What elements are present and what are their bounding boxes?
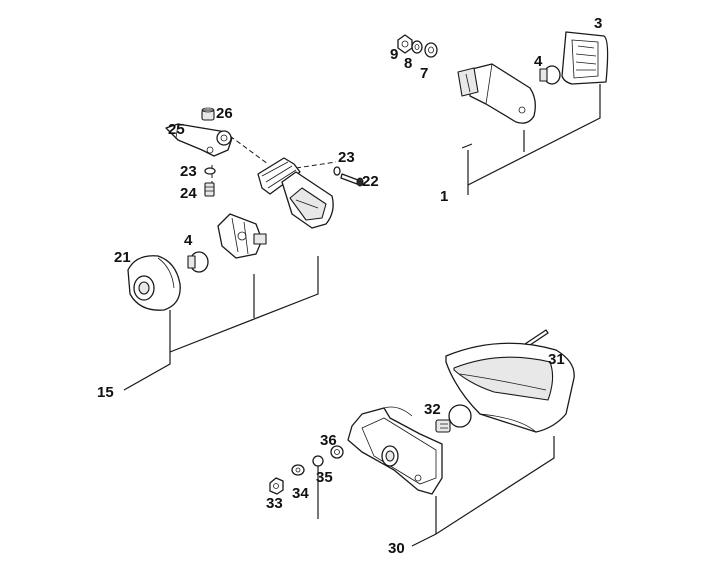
dash-screw (295, 161, 337, 169)
callout-25: 25 (168, 121, 185, 138)
callout-1: 1 (440, 188, 448, 205)
part-4-bulb-rear (187, 251, 209, 273)
callout-24: 24 (180, 185, 197, 202)
part-8-washer (411, 40, 423, 54)
part-22-screw (340, 173, 364, 187)
part-25-bracket (165, 123, 233, 157)
part-32-bulb (435, 404, 472, 433)
callout-21: 21 (114, 249, 131, 266)
callout-32: 32 (424, 401, 441, 418)
part-bulb-socket (217, 213, 267, 259)
callout-36: 36 (320, 432, 337, 449)
part-indicator-housing (457, 63, 536, 124)
callout-35: 35 (316, 469, 333, 486)
callout-22: 22 (362, 173, 379, 190)
assembly-1-front-indicator: 1 3 4 7 8 9 (390, 15, 609, 205)
part-34-washer (291, 464, 305, 476)
part-3-lens (561, 31, 609, 85)
part-7-washer (424, 42, 438, 58)
part-9-nut (397, 34, 413, 54)
leader-30 (411, 436, 555, 547)
assembly-30-tail-light: 30 31 32 33 34 35 36 (266, 329, 575, 557)
part-23-washer-left (204, 167, 216, 175)
callout-7: 7 (420, 65, 428, 82)
dash-bracket (229, 135, 269, 165)
callout-33: 33 (266, 495, 283, 512)
callout-23-left: 23 (180, 163, 197, 180)
leader-1-tick (461, 143, 473, 149)
callout-26: 26 (216, 105, 233, 122)
part-21-lens (127, 255, 181, 311)
part-24-bolt (204, 182, 215, 197)
part-indicator-body (257, 157, 334, 229)
part-35-spacer (312, 455, 324, 467)
leader-1 (467, 84, 601, 195)
part-36-nut (330, 445, 344, 459)
callout-15: 15 (97, 384, 114, 401)
part-30-base-housing (347, 406, 443, 495)
callout-9: 9 (390, 46, 398, 63)
callout-23-right: 23 (338, 149, 355, 166)
callout-34: 34 (292, 485, 309, 502)
callout-8: 8 (404, 55, 412, 72)
part-31-lens-cover (445, 342, 575, 433)
assembly-15-rear-indicator: 15 21 4 22 23 23 24 25 26 (97, 105, 379, 401)
part-33-nut (269, 477, 284, 495)
callout-4-rear: 4 (184, 232, 193, 249)
part-23-washer-right (333, 166, 341, 176)
part-4-bulb-front (539, 65, 561, 85)
callout-31: 31 (548, 351, 565, 368)
part-26-nut (201, 107, 215, 121)
callout-4: 4 (534, 53, 543, 70)
callout-30: 30 (388, 540, 405, 557)
callout-3: 3 (594, 15, 602, 32)
